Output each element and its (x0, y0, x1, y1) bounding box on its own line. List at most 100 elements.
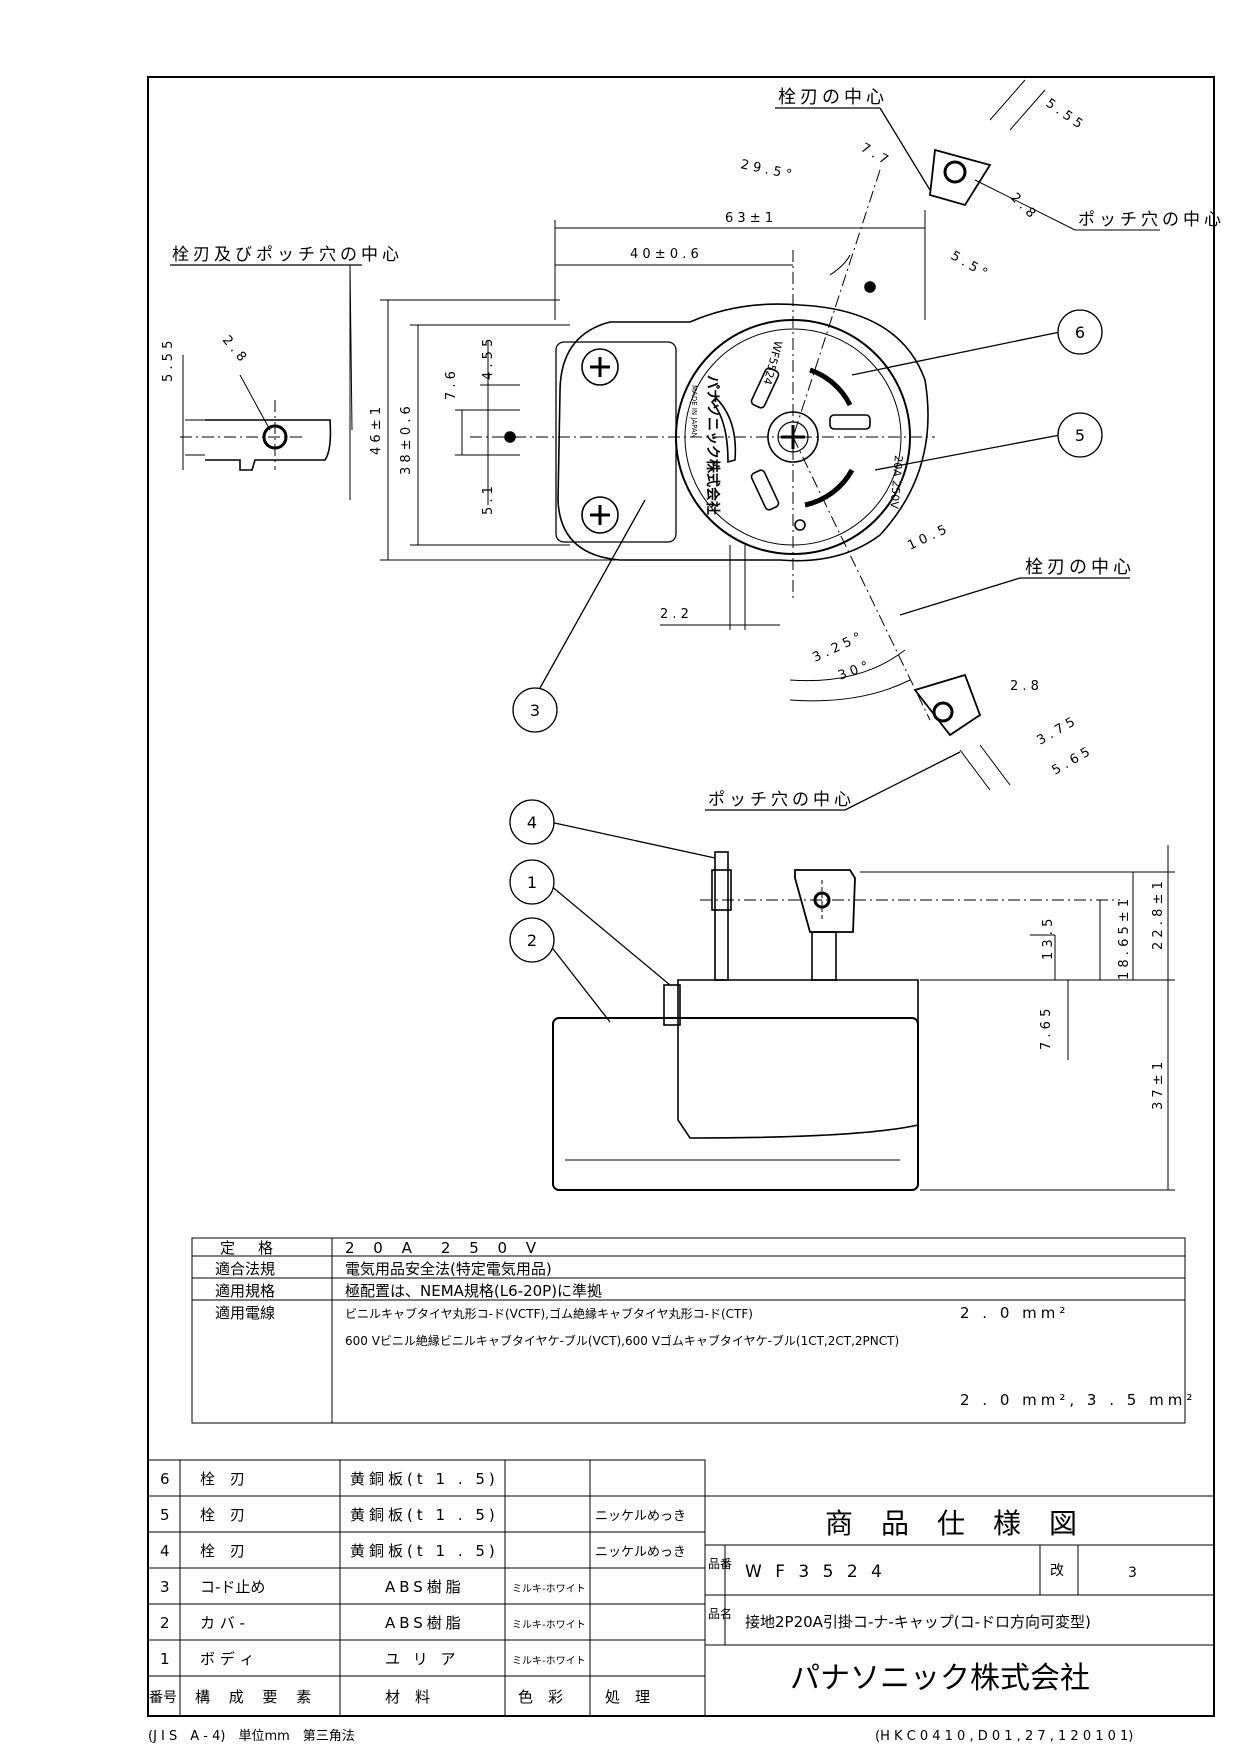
parts-row-finish: ニッケルめっき (595, 1545, 686, 1560)
part-no-label: 品番 (708, 1557, 732, 1571)
footer-right: (H K C 0 4 1 0 , D 0 1 , 2 7 , 1 2 0 1 0… (875, 1729, 1133, 1744)
title-block-title: 商 品 仕 様 図 (825, 1507, 1077, 1540)
callout-1: 1 (527, 873, 537, 892)
name-label: 品名 (708, 1606, 732, 1621)
parts-row-name: ボ デ ィ (200, 1650, 255, 1668)
parts-row-material: ユ リ ア (385, 1650, 460, 1668)
dim-7-7: 7 . 7 (858, 140, 891, 167)
dim-5-55-tr: 5 . 5 5 (1043, 96, 1085, 132)
dim-22-8: 2 2 . 8 ± 1 (1151, 881, 1166, 950)
parts-row-no: 5 (160, 1506, 170, 1524)
dim-13-5: 1 3 . 5 (1041, 919, 1056, 960)
dim-46: 4 6 ± 1 (369, 407, 384, 455)
left-pin-view (180, 264, 353, 500)
dim-29-5: 2 9 . 5 ° (739, 157, 793, 182)
mark-model: WF5524 (760, 339, 784, 386)
dim-2-8-tr: 2 . 8 (1007, 190, 1038, 221)
spec-value-standard: 極配置は、NEMA規格(L6-20P)に準拠 (345, 1282, 602, 1300)
dim-4-55: 4 . 5 5 (481, 339, 496, 380)
parts-row-material: ABS樹脂 (385, 1578, 465, 1596)
parts-header-finish: 処 理 (605, 1688, 650, 1706)
parts-row-finish: ニッケルめっき (595, 1509, 686, 1524)
spec-label-law: 適合法規 (215, 1260, 275, 1278)
parts-row-no: 4 (160, 1542, 170, 1560)
callout-4: 4 (527, 813, 537, 832)
dim-7-6: 7 . 6 (444, 371, 459, 400)
label-pocchi-center-right: ポッチ穴の中心 (1078, 210, 1225, 230)
mark-maker: パナソニック株式会社 (704, 375, 721, 515)
top-view (470, 79, 1046, 791)
side-view-dimensions (860, 845, 1175, 1191)
side-view (552, 851, 1120, 1191)
parts-row-color: ミルキ-ホワイト (512, 1619, 586, 1631)
dim-37: 3 7 ± 1 (1151, 1062, 1166, 1110)
part-no: W F 3 5 2 4 (745, 1562, 886, 1582)
parts-row-material: 黄銅板(t 1 . 5) (350, 1506, 499, 1524)
blade-hole-bottom (932, 701, 954, 723)
dim-3-75: 3 . 7 5 (1035, 715, 1078, 749)
parts-row-material: 黄銅板(t 1 . 5) (350, 1542, 499, 1560)
parts-row-color: ミルキ-ホワイト (512, 1583, 586, 1595)
rev-label: 改 (1050, 1563, 1064, 1579)
sheet-border (147, 76, 1215, 1717)
dim-5-1: 5 . 1 (481, 486, 496, 515)
dim-3-25: 3 . 2 5 ° (810, 630, 863, 666)
label-blade-center-top: 栓刃の中心 (778, 87, 888, 108)
dim-2-8-bot: 2 . 8 (1010, 679, 1039, 694)
spec-wire-line1: ビニルキャブタイヤ丸形コ-ド(VCTF),ゴム絶縁キャブタイヤ丸形コ-ド(CTF… (345, 1306, 753, 1321)
spec-value-law: 電気用品安全法(特定電気用品) (345, 1260, 552, 1278)
dim-5-55-left: 5 . 5 5 (161, 341, 176, 382)
spec-wire-line2: 600 Vビニル絶縁ビニルキャブタイヤケ-ブル(VCT),600 Vゴムキャブタ… (345, 1333, 899, 1348)
dim-2-8-left: 2 . 8 (219, 333, 249, 365)
dim-63: 6 3 ± 1 (725, 211, 773, 226)
parts-row-material: ABS樹脂 (385, 1614, 465, 1632)
callout-2: 2 (527, 931, 537, 950)
dim-18-65: 1 8 . 6 5 ± 1 (1117, 899, 1132, 980)
dim-5-5deg: 5 . 5 ° (948, 248, 990, 281)
parts-row-name: コ-ド止め (200, 1578, 265, 1596)
parts-table (147, 1459, 706, 1717)
label-blade-center-mid: 栓刃の中心 (1025, 557, 1135, 578)
parts-row-color: ミルキ-ホワイト (512, 1655, 586, 1667)
company-name: パナソニック株式会社 (790, 1661, 1090, 1696)
spec-table (191, 1237, 1186, 1424)
dim-40: 4 0 ± 0 . 6 (630, 247, 699, 262)
dim-30: 3 0 ° (836, 659, 871, 684)
parts-row-no: 6 (160, 1470, 170, 1488)
spec-value-rating: 2 0 A 2 5 0 V (345, 1239, 543, 1257)
callout-5: 5 (1075, 426, 1085, 445)
parts-row-material: 黄銅板(t 1 . 5) (350, 1470, 499, 1488)
mark-rating: 20A 250V (887, 455, 905, 510)
title-block (705, 1495, 1214, 1646)
dim-5-65: 5 . 6 5 (1050, 745, 1093, 779)
parts-header-no: 番号 (149, 1690, 177, 1706)
callouts (170, 107, 1130, 1023)
mark-made-in: MADE IN JAPAN (690, 385, 698, 438)
parts-row-name: カ バ - (200, 1614, 245, 1632)
parts-row-no: 3 (160, 1578, 170, 1596)
parts-row-no: 1 (160, 1650, 170, 1668)
parts-header-color: 色 彩 (518, 1688, 563, 1706)
blade-hole-top (943, 160, 967, 184)
callout-3: 3 (530, 701, 540, 720)
label-blade-pocchi-center-left: 栓刃及びポッチ穴の中心 (172, 245, 403, 265)
spec-wire-size1: 2 . 0 mm² (960, 1304, 1069, 1322)
dim-10-5: 1 0 . 5 (905, 523, 949, 554)
dim-7-65: 7 . 6 5 (1039, 1009, 1054, 1050)
parts-row-name: 栓 刃 (200, 1542, 245, 1560)
dim-38: 3 8 ± 0 . 6 (399, 406, 414, 475)
spec-label-rating: 定 格 (220, 1239, 277, 1257)
parts-header-name: 構 成 要 素 (195, 1688, 318, 1706)
spec-label-standard: 適用規格 (215, 1282, 275, 1300)
spec-label-wire: 適用電線 (215, 1304, 275, 1322)
callout-6: 6 (1075, 323, 1085, 342)
label-pocchi-center-bottom: ポッチ穴の中心 (708, 790, 855, 810)
footer-left: (J I S A - 4) 単位mm 第三角法 (148, 1728, 355, 1744)
dim-2-2: 2 . 2 (660, 607, 689, 622)
top-view-dimensions (380, 179, 1160, 702)
product-name: 接地2P20A引掛コ-ナ-キャップ(コ-ドロ方向可変型) (745, 1613, 1091, 1631)
parts-header-material: 材 料 (385, 1688, 430, 1706)
parts-row-name: 栓 刃 (200, 1470, 245, 1488)
rev: 3 (1128, 1565, 1137, 1581)
